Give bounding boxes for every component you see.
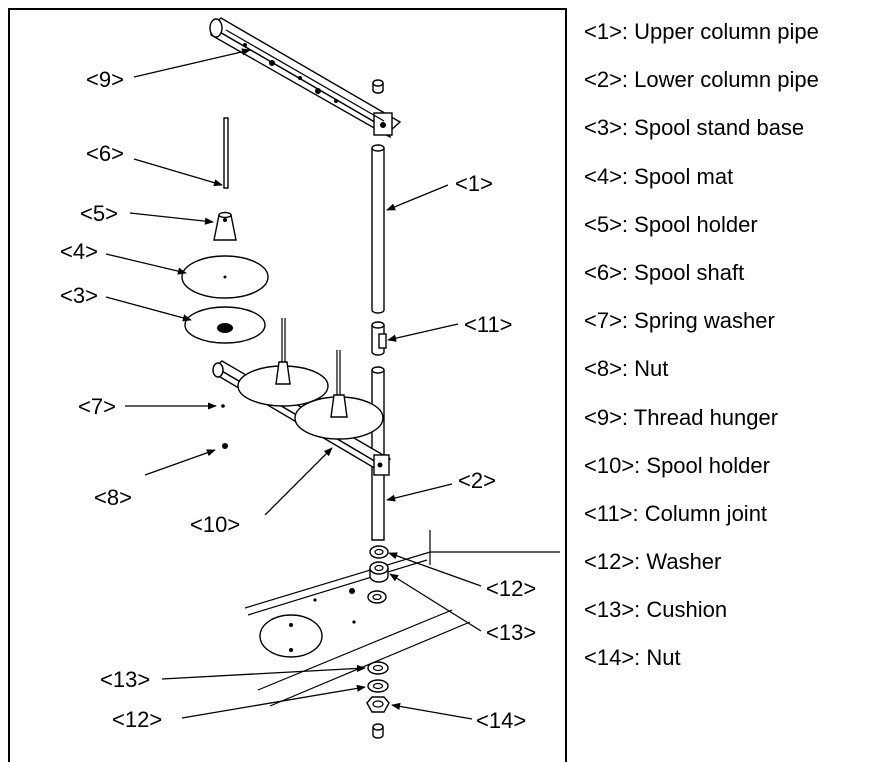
legend-item: <10>: Spool holder <box>584 452 770 478</box>
callout-10: <10> <box>190 512 240 537</box>
legend-item: <5>: Spool holder <box>584 211 758 237</box>
nut-small <box>222 443 228 449</box>
legend-item: <13>: Cushion <box>584 597 728 623</box>
callout-5: <5> <box>80 201 118 226</box>
spool-assembly-right <box>294 350 384 440</box>
callout-12-upper: <12> <box>486 576 536 601</box>
legend-item: <2>: Lower column pipe <box>584 67 819 93</box>
callout-7: <7> <box>78 394 116 419</box>
spring-washer <box>221 404 225 408</box>
parts-legend: <1>: Upper column pipe <2>: Lower column… <box>584 14 819 689</box>
spool-shaft <box>223 117 229 189</box>
callout-3: <3> <box>60 283 98 308</box>
callout-11: <11> <box>464 312 513 337</box>
column-joint <box>371 321 387 356</box>
callout-13-lower: <13> <box>100 667 150 692</box>
bottom-cap <box>372 723 384 739</box>
upper-column-pipe <box>371 144 385 314</box>
table-top <box>244 530 560 707</box>
callout-14: <14> <box>476 708 526 733</box>
legend-item: <8>: Nut <box>584 356 669 382</box>
spool-assembly-left <box>237 318 329 407</box>
legend-item: <9>: Thread hunger <box>584 404 779 430</box>
callout-13-upper: <13> <box>486 620 536 645</box>
callout-8: <8> <box>94 485 132 510</box>
legend-item: <1>: Upper column pipe <box>584 19 819 44</box>
leader-lines <box>105 48 482 720</box>
callout-6: <6> <box>86 141 124 166</box>
callout-4: <4> <box>60 239 98 264</box>
legend-item: <6>: Spool shaft <box>584 259 745 285</box>
legend-item: <4>: Spool mat <box>584 163 734 189</box>
legend-item: <7>: Spring washer <box>584 308 775 334</box>
spool-holder-cone <box>213 211 237 241</box>
callout-2: <2> <box>458 468 496 493</box>
lower-washer <box>367 679 389 693</box>
hex-nut <box>366 696 390 713</box>
legend-item: <14>: Nut <box>584 645 681 671</box>
thread-hunger <box>209 17 402 139</box>
callout-12-lower: <12> <box>112 707 162 732</box>
lower-cushion <box>367 661 389 675</box>
callout-9: <9> <box>86 67 124 92</box>
legend-item: <3>: Spool stand base <box>584 115 805 141</box>
legend-item: <12>: Washer <box>584 549 722 575</box>
diagram-frame <box>8 8 567 762</box>
column-cap <box>372 79 384 94</box>
callout-1: <1> <box>455 171 493 196</box>
spool-mat <box>181 255 269 299</box>
upper-washer-cushion <box>369 545 389 583</box>
legend-item: <11>: Column joint <box>584 500 768 526</box>
spool-stand-base <box>184 306 266 344</box>
